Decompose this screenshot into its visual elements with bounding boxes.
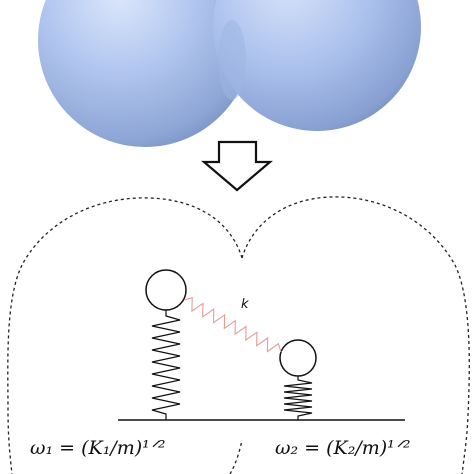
down-arrow-icon <box>201 140 273 192</box>
left-sphere <box>38 0 252 147</box>
right-mass <box>279 339 317 377</box>
frequency-right-label: ω₂ = (K₂/m)¹ᐟ² <box>275 437 410 459</box>
left-spring <box>151 310 181 420</box>
right-spring <box>283 376 313 420</box>
fused-spheres <box>38 0 421 147</box>
dashed-outline <box>7 196 470 474</box>
right-sphere <box>213 0 421 131</box>
frequency-left-label: ω₁ = (K₁/m)¹ᐟ² <box>30 437 165 459</box>
coupling-spring <box>183 296 282 353</box>
sphere-neck <box>218 20 246 100</box>
left-mass <box>145 269 187 311</box>
coupling-constant-label: k <box>241 297 249 312</box>
